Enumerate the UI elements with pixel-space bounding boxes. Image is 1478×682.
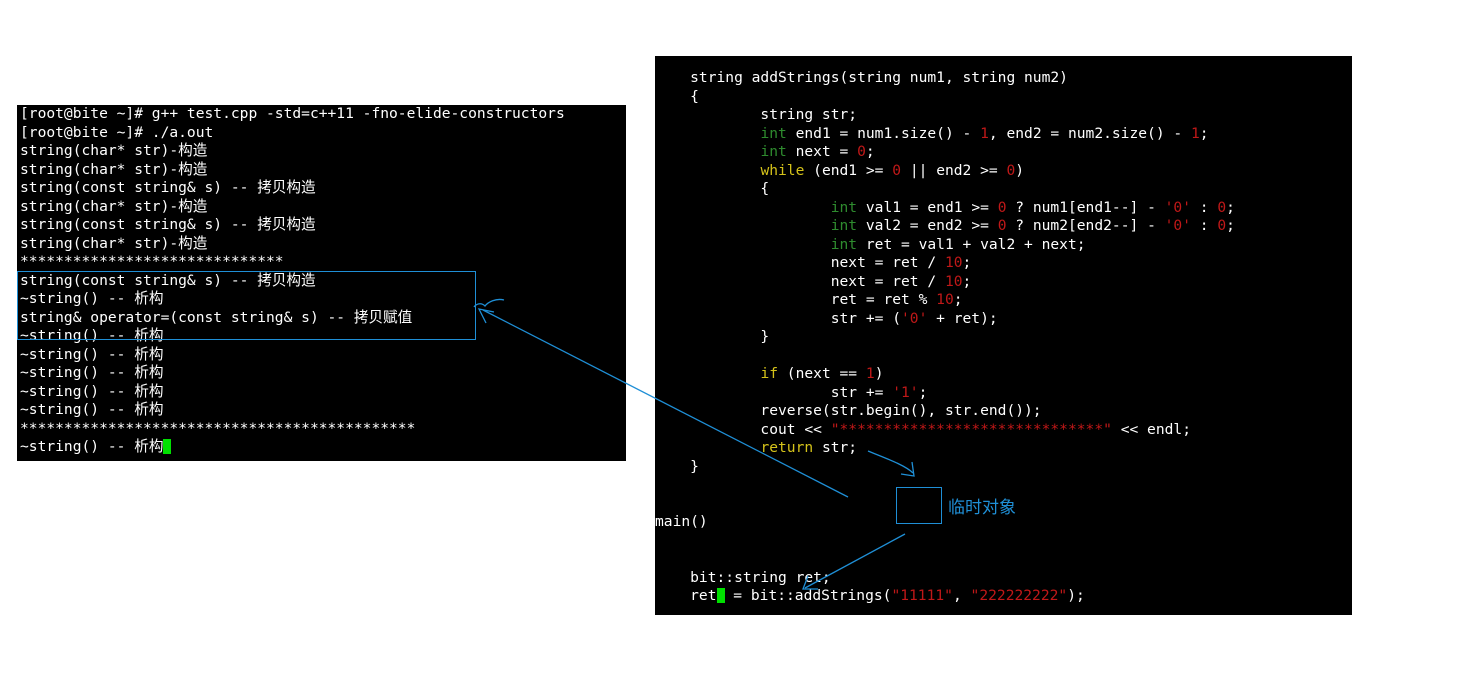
- number-literal: 0: [1217, 198, 1227, 216]
- string-literal: '0': [901, 309, 928, 327]
- code-line: int val2 = end2 >= 0 ? num2[end2--] - '0…: [830, 217, 1235, 234]
- code-line: if (next == 1): [760, 365, 884, 382]
- number-literal: 0: [997, 198, 1007, 216]
- terminal-line-last: ~string() -- 析构: [20, 438, 172, 456]
- code-line: reverse(str.begin(), str.end());: [655, 402, 1042, 419]
- number-literal: 0: [1006, 161, 1016, 179]
- string-literal: "222222222": [970, 587, 1068, 604]
- number-literal: 10: [944, 254, 963, 271]
- keyword: int: [830, 235, 858, 253]
- code-line: return str;: [760, 439, 858, 456]
- terminal-line: string(const string& s) -- 拷贝构造: [20, 271, 316, 289]
- code-line: main(): [655, 513, 708, 530]
- terminal-cursor: [163, 439, 172, 454]
- keyword: int: [830, 217, 858, 234]
- number-literal: 1: [980, 124, 989, 142]
- code-line: int ret = val1 + val2 + next;: [830, 235, 1086, 253]
- code-line: }: [655, 457, 699, 475]
- editor-cursor: [716, 588, 725, 603]
- code-line: next = ret / 10;: [655, 254, 972, 271]
- terminal-line: string(char* str)-构造: [20, 234, 208, 252]
- terminal-line: ~string() -- 析构: [20, 364, 164, 381]
- string-literal: "******************************": [830, 420, 1112, 438]
- terminal-line: [root@bite ~]# ./a.out: [20, 123, 214, 141]
- temp-object-label: 临时对象: [948, 498, 1016, 518]
- code-line: next = ret / 10;: [655, 272, 972, 290]
- number-literal: 10: [936, 291, 954, 308]
- terminal-line: string(const string& s) -- 拷贝构造: [20, 179, 316, 196]
- code-line: {: [655, 180, 770, 197]
- temp-object-box: [896, 487, 942, 524]
- terminal-line: ~string() -- 析构: [20, 290, 164, 307]
- number-literal: 0: [997, 217, 1007, 234]
- number-literal: 0: [1217, 217, 1227, 234]
- string-literal: '0': [1164, 198, 1191, 216]
- terminal-line-text: ~string() -- 析构: [20, 438, 164, 455]
- terminal-line: string(char* str)-构造: [20, 160, 208, 178]
- string-literal: '1': [892, 383, 919, 401]
- keyword: return: [760, 439, 814, 456]
- terminal-line: ~string() -- 析构: [20, 382, 164, 400]
- number-literal: 1: [1190, 124, 1200, 142]
- code-line: string str;: [655, 106, 858, 123]
- number-literal: 1: [865, 365, 875, 382]
- terminal-line: string(char* str)-构造: [20, 142, 208, 159]
- code-editor[interactable]: string addStrings(string num1, string nu…: [655, 56, 1352, 615]
- string-literal: "11111": [891, 587, 953, 604]
- code-line: ret = ret % 10;: [655, 291, 963, 308]
- terminal-line: [root@bite ~]# g++ test.cpp -std=c++11 -…: [20, 105, 565, 122]
- keyword: int: [830, 198, 858, 216]
- code-line: while (end1 >= 0 || end2 >= 0): [760, 161, 1025, 179]
- terminal-line: string& operator=(const string& s) -- 拷贝…: [20, 308, 413, 326]
- code-line: }: [655, 328, 770, 345]
- number-literal: 10: [944, 272, 963, 290]
- code-line: string addStrings(string num1, string nu…: [655, 69, 1068, 86]
- terminal-line: string(char* str)-构造: [20, 197, 208, 215]
- terminal-line: ******************************: [20, 253, 284, 270]
- code-line: int val1 = end1 >= 0 ? num1[end1--] - '0…: [830, 198, 1235, 216]
- terminal-line: ~string() -- 析构: [20, 401, 164, 418]
- code-line: {: [655, 87, 699, 105]
- highlight-box: [17, 271, 476, 340]
- code-line: int next = 0;: [760, 143, 875, 160]
- keyword: int: [760, 143, 787, 160]
- code-line: int end1 = num1.size() - 1, end2 = num2.…: [760, 124, 1209, 142]
- terminal-line: ****************************************…: [20, 419, 416, 437]
- keyword: while: [760, 161, 805, 179]
- number-literal: 0: [892, 161, 902, 179]
- code-line: str += '1';: [655, 383, 928, 401]
- code-line: ret = bit::addStrings("11111", "22222222…: [655, 587, 1085, 604]
- code-line: bit::string ret;: [655, 568, 831, 586]
- code-line: cout << "******************************"…: [655, 420, 1191, 438]
- code-line: str += ('0' + ret);: [655, 309, 998, 327]
- keyword: if: [760, 365, 779, 382]
- terminal-line: ~string() -- 析构: [20, 345, 164, 363]
- terminal-line: string(const string& s) -- 拷贝构造: [20, 216, 316, 233]
- string-literal: '0': [1164, 217, 1191, 234]
- number-literal: 0: [857, 143, 866, 160]
- keyword: int: [760, 124, 787, 142]
